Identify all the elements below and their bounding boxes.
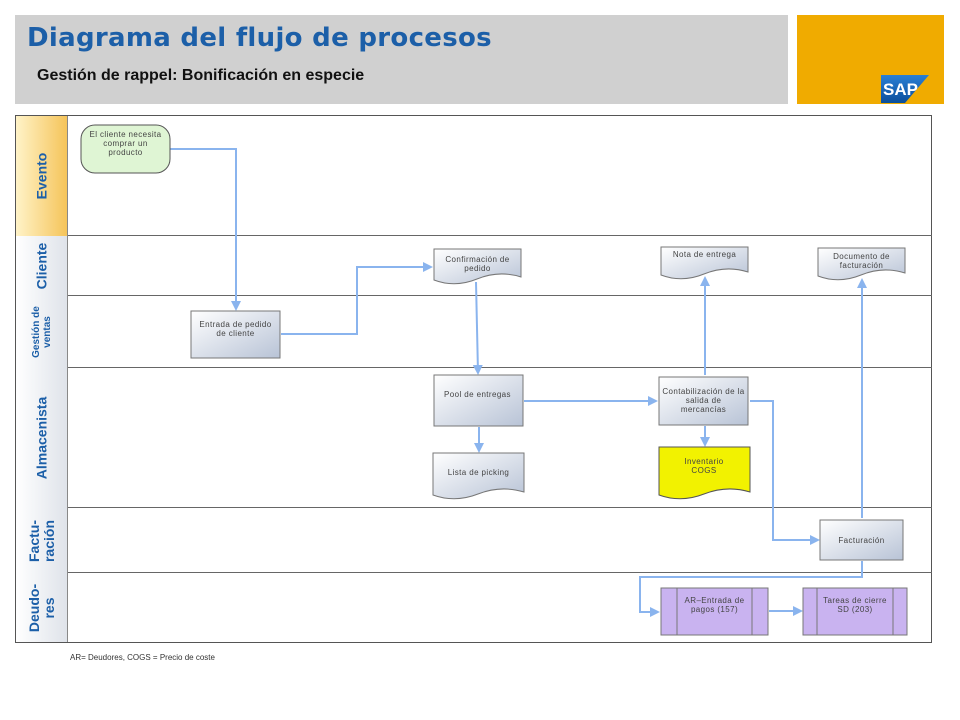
delivery-pool-shape bbox=[433, 374, 524, 427]
order-confirmation-shape bbox=[433, 248, 522, 285]
sap-logo: SAP bbox=[881, 75, 929, 103]
node-ar-payment: AR–Entrada de pagos (157) bbox=[684, 596, 745, 614]
connector-order-to-confirmation bbox=[281, 262, 433, 335]
page-subtitle: Gestión de rappel: Bonificación en espec… bbox=[37, 67, 365, 84]
node-delivery-pool: Pool de entregas bbox=[444, 390, 511, 399]
sap-logo-text: SAP bbox=[883, 80, 918, 99]
connector-confirmation-to-pool bbox=[472, 281, 483, 375]
picking-list-shape bbox=[432, 452, 525, 500]
lane-label-almacenista: Almacenista bbox=[16, 368, 68, 508]
lane-label-evento: Evento bbox=[16, 116, 68, 236]
lane-evento bbox=[16, 116, 932, 236]
node-goods-issue: Contabilización de la salida de mercancí… bbox=[662, 387, 745, 414]
lane-cliente bbox=[16, 236, 932, 296]
node-order-confirmation: Confirmación de pedido bbox=[445, 255, 510, 273]
footnote: AR= Deudores, COGS = Precio de coste bbox=[70, 653, 215, 662]
sap-brand-box bbox=[797, 15, 944, 104]
connector-billing-to-ar bbox=[639, 561, 863, 617]
node-inventory-cogs: Inventario COGS bbox=[684, 457, 724, 475]
header-banner: Diagrama del flujo de procesos Gestión d… bbox=[15, 15, 788, 104]
lane-almacenista bbox=[16, 368, 932, 508]
page-title: Diagrama del flujo de procesos bbox=[27, 23, 492, 53]
event-start-shape bbox=[80, 124, 171, 174]
order-entry-shape bbox=[190, 310, 281, 359]
lane-label-gestion-ventas: Gestión de ventas bbox=[16, 296, 68, 368]
node-order-entry: Entrada de pedido de cliente bbox=[199, 320, 272, 338]
lane-label-deudores: Deudo- res bbox=[16, 573, 68, 642]
node-closing-tasks: Tareas de cierre SD (203) bbox=[823, 596, 887, 614]
connector-goods-issue-to-billing bbox=[750, 400, 820, 545]
inventory-cogs-shape bbox=[658, 446, 751, 500]
delivery-note-shape bbox=[660, 246, 749, 280]
node-delivery-note: Nota de entrega bbox=[672, 250, 737, 259]
connectors bbox=[170, 148, 867, 617]
node-billing: Facturación bbox=[838, 536, 885, 545]
node-billing-document: Documento de facturación bbox=[833, 252, 890, 270]
node-event-start: El cliente necesita comprar un producto bbox=[89, 130, 162, 157]
closing-tasks-shape bbox=[802, 587, 908, 636]
billing-document-shape bbox=[817, 247, 906, 281]
connector-event-to-order bbox=[170, 148, 241, 311]
node-picking-list: Lista de picking bbox=[447, 468, 510, 477]
lane-label-facturacion: Factu- ración bbox=[16, 508, 68, 573]
ar-payment-shape bbox=[660, 587, 769, 636]
goods-issue-shape bbox=[658, 376, 749, 426]
lane-facturacion bbox=[16, 508, 932, 573]
billing-shape bbox=[819, 519, 904, 561]
lane-label-cliente: Cliente bbox=[16, 236, 68, 296]
